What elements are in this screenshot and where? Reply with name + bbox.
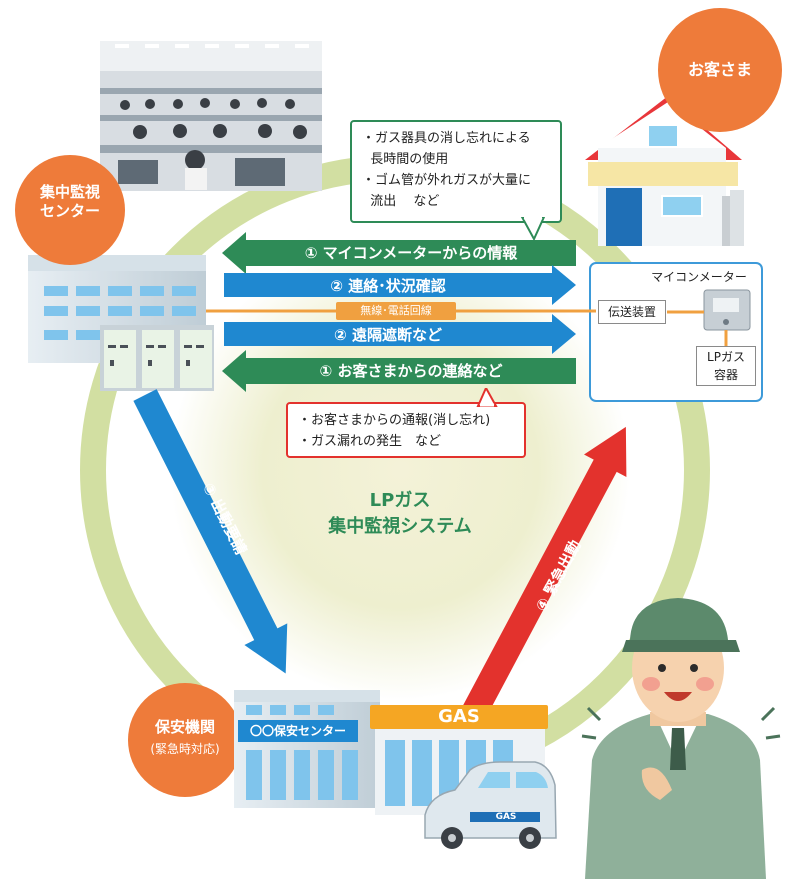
customer-label: お客さま: [687, 60, 752, 79]
arrow-dispatch-request-shape: [133, 389, 288, 674]
center-glow: [170, 240, 630, 700]
callout-top-line-4: 流出 など: [362, 194, 440, 209]
arrow-contact-check-shape: [224, 265, 576, 305]
customer-house: [585, 96, 744, 246]
arrow-remote-shutoff-shape: [224, 314, 576, 354]
meter-title: マイコンメーター: [651, 270, 747, 284]
arrow-customer-contact: ① お客さまからの連絡など: [319, 362, 503, 380]
gas-car: [424, 761, 557, 849]
worker-figure: [581, 598, 781, 879]
gas-station-sign: GAS: [438, 706, 480, 727]
security-label: 保安機関: [154, 718, 215, 736]
security-center-sign: 〇〇保安センター: [249, 724, 346, 738]
call-center-photo: [100, 41, 322, 191]
security-sublabel: (緊急時対応): [150, 742, 220, 756]
customer-circle: [658, 8, 782, 132]
line-label: 無線･電話回線: [336, 302, 456, 320]
arrow-customer-contact-shape: [222, 350, 576, 392]
arrow-emergency-dispatch-shape: [458, 426, 627, 727]
callout-top-line-1: ・ガス器具の消し忘れによる: [362, 131, 531, 146]
center-circle: [15, 155, 125, 265]
center-label: 集中監視 センター: [39, 183, 100, 220]
car-gas-text: GAS: [495, 812, 517, 822]
callout-top-line-3: ・ゴム管が外れガスが大量に: [362, 173, 532, 188]
gas-meter-device: [703, 289, 751, 331]
callout-customer-reports: ・お客さまからの通報(消し忘れ) ・ガス漏れの発生 など: [286, 402, 526, 458]
arrow-meter-info: ① マイコンメーターからの情報: [304, 244, 518, 262]
callout-top-tail: [520, 217, 546, 241]
callout-bottom-tail: [476, 388, 498, 407]
arrow-remote-shutoff: ② 遠隔遮断など: [334, 326, 442, 344]
lp-container-label: LPガス 容器: [696, 346, 756, 386]
transmitter-label: 伝送装置: [598, 300, 666, 324]
security-center-building: [234, 690, 380, 808]
arrow-meter-info-shape: [222, 232, 576, 274]
server-racks: [100, 325, 214, 391]
system-title: LPガス 集中監視システム: [328, 490, 472, 537]
security-circle: [128, 683, 242, 797]
callout-meter-causes: ・ガス器具の消し忘れによる 長時間の使用 ・ゴム管が外れガスが大量に 流出 など: [350, 120, 562, 223]
arrow-contact-check: ② 連絡･状況確認: [330, 277, 446, 295]
callout-top-line-2: 長時間の使用: [362, 152, 449, 167]
callout-bottom-line-1: ・お客さまからの通報(消し忘れ): [298, 413, 491, 428]
callout-bottom-line-2: ・ガス漏れの発生 など: [298, 434, 442, 449]
